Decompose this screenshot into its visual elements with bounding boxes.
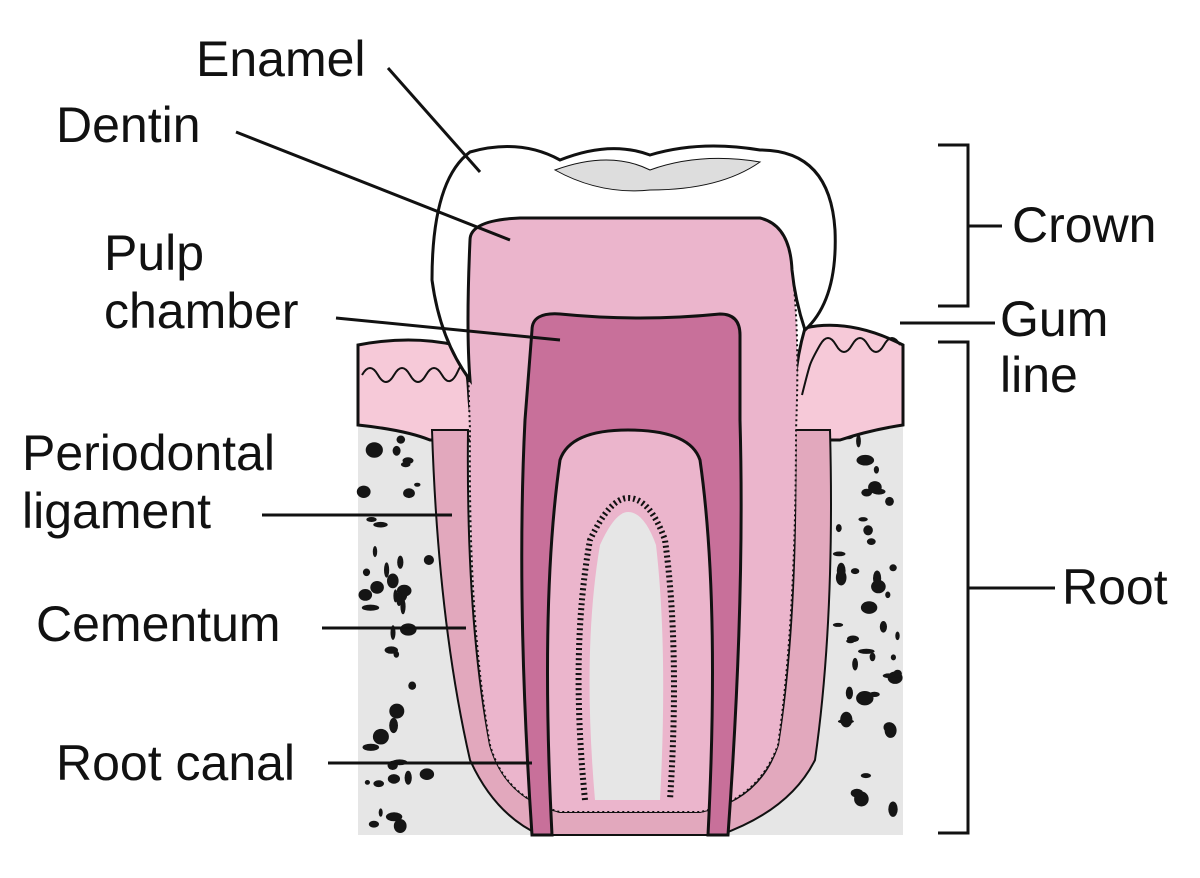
bone-speck — [356, 485, 371, 498]
label-gum-line-line1: Gum — [1000, 291, 1108, 347]
bone-speck — [384, 562, 390, 578]
label-crown: Crown — [1012, 197, 1156, 253]
bone-speck — [869, 652, 876, 662]
bone-speck — [863, 525, 873, 536]
bone-speck — [358, 589, 373, 601]
label-periodontal-ligament-line1: Periodontal — [22, 425, 275, 481]
bone-speck — [860, 601, 878, 614]
bone-speck — [854, 791, 869, 807]
bone-speck — [389, 717, 398, 734]
leader-dentin — [235, 130, 511, 242]
bone-speck — [858, 517, 868, 522]
bone-speck — [400, 461, 411, 468]
bone-speck — [832, 622, 844, 627]
bone-speck — [836, 562, 846, 579]
bone-speck — [400, 598, 406, 615]
bone-speck — [890, 654, 897, 661]
bone-speck — [873, 466, 880, 474]
bone-speck — [408, 681, 417, 690]
label-root-canal: Root canal — [56, 735, 295, 791]
bone-speck — [882, 673, 895, 678]
bone-speck — [387, 774, 400, 784]
bone-speck — [850, 568, 860, 575]
pulp-chamber — [520, 312, 743, 837]
bone-speck — [866, 538, 876, 545]
bone-speck — [868, 481, 882, 494]
bone-speck — [364, 780, 370, 785]
label-cementum: Cementum — [36, 596, 281, 652]
bone-speck — [397, 555, 404, 569]
bone-speck — [858, 648, 875, 654]
bone-speck — [373, 521, 388, 528]
bone-speck — [361, 604, 380, 611]
bone-speck — [392, 445, 401, 456]
bone-speck — [873, 570, 882, 586]
bone-speck — [370, 581, 384, 594]
bone-speck — [885, 496, 894, 506]
label-gum-line-line2: line — [1000, 347, 1078, 403]
bone-speck — [423, 555, 434, 565]
bone-speck — [847, 635, 859, 643]
bone-speck — [852, 657, 858, 671]
bone-speck — [832, 551, 846, 557]
crown-bracket — [938, 143, 1002, 308]
label-root: Root — [1062, 559, 1168, 615]
bone-speck — [362, 743, 380, 751]
bone-speck — [362, 568, 371, 577]
bone-speck — [889, 564, 897, 572]
label-pulp-chamber-line2: chamber — [104, 283, 299, 339]
leader-pulp-chamber — [335, 316, 561, 342]
bone-speck — [888, 801, 898, 817]
enamel — [430, 144, 837, 386]
bone-speck — [856, 691, 874, 706]
bone-speck — [396, 435, 406, 444]
bone-speck — [835, 524, 842, 533]
bone-speck — [856, 434, 861, 448]
leader-enamel — [386, 67, 482, 173]
bone-speck — [378, 808, 383, 817]
bone-speck — [372, 728, 389, 745]
label-dentin: Dentin — [56, 97, 201, 153]
bone-speck — [385, 812, 403, 822]
bone-speck — [366, 517, 377, 522]
bone-speck — [384, 646, 398, 654]
gum-tissue — [356, 323, 905, 442]
bone-speck — [396, 591, 402, 606]
label-pulp-chamber-line1: Pulp — [104, 225, 204, 281]
bone-speck — [885, 591, 891, 599]
bone-speck — [372, 546, 378, 558]
bone-speck — [373, 780, 385, 788]
bone-speck — [393, 819, 407, 833]
bone-speck — [419, 768, 435, 780]
bone-speck — [860, 773, 872, 779]
bone-speck — [893, 669, 902, 678]
bone-speck — [840, 711, 853, 728]
root-bracket — [938, 340, 1055, 835]
bone-speck — [365, 442, 383, 458]
bone-speck — [389, 703, 405, 719]
bone-speck — [368, 820, 379, 828]
bone-speck — [403, 488, 415, 499]
bone-speck — [371, 442, 377, 448]
bone-speck — [845, 686, 854, 700]
bone-speck — [895, 631, 900, 641]
bone-speck — [884, 722, 897, 738]
bone-speck — [404, 770, 412, 785]
label-enamel: Enamel — [196, 31, 366, 87]
bone-speck — [879, 621, 888, 633]
label-periodontal-ligament-line2: ligament — [22, 483, 211, 539]
bone-speck — [856, 454, 875, 466]
bone-speck — [387, 573, 399, 589]
bone-speck — [414, 482, 421, 487]
